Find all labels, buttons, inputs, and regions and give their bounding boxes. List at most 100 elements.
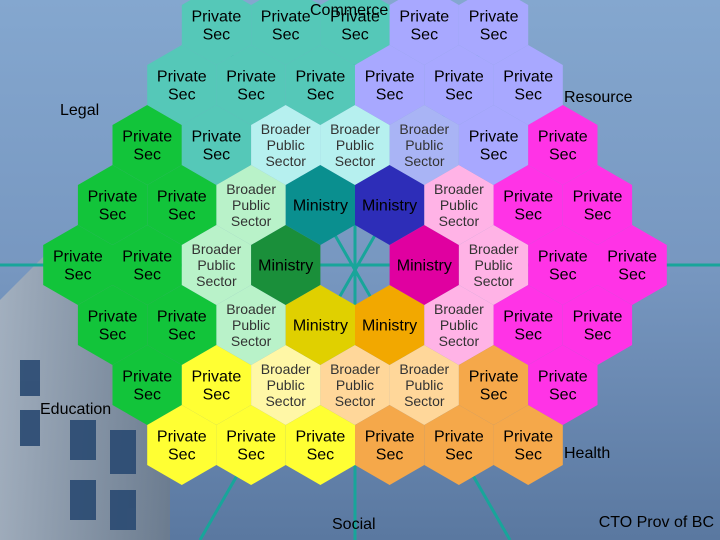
hex-label-line: Sec [480, 387, 508, 404]
hex-label-line: Private [538, 249, 588, 266]
hex-label-line: Sec [376, 447, 404, 464]
hex-shape [389, 225, 459, 305]
hex-label-line: Sector [404, 153, 445, 169]
hex-shape [355, 405, 425, 485]
hex-shape [458, 105, 529, 185]
hex-cell-ministry: Ministry [251, 225, 321, 305]
hex-shape [216, 405, 286, 485]
hex-shape [181, 345, 252, 425]
hex-shape [320, 105, 390, 185]
hex-label-line: Private [503, 429, 553, 446]
hex-label-line: Private [434, 429, 484, 446]
hex-label-line: Sec [99, 327, 127, 344]
hex-label-line: Sec [411, 27, 439, 44]
hex-label-line: Broader [399, 121, 449, 137]
hex-label-line: Public [440, 317, 478, 333]
hex-label-line: Private [192, 129, 242, 146]
hex-label-line: Broader [261, 361, 311, 377]
hex-shape [216, 165, 286, 245]
hex-label-line: Sec [445, 447, 473, 464]
hex-label-line: Sec [133, 387, 161, 404]
hex-label-line: Private [157, 429, 207, 446]
hex-shape [355, 45, 425, 125]
hex-label-line: Sec [168, 447, 196, 464]
hex-label-line: Private [192, 369, 242, 386]
hex-shape [562, 165, 633, 245]
hex-label-line: Private [365, 429, 415, 446]
hex-shape [458, 345, 529, 425]
hex-label-line: Sec [376, 87, 404, 104]
hex-label-line: Private [365, 69, 415, 86]
hex-label-line: Sec [514, 327, 542, 344]
hex-label-line: Broader [434, 181, 484, 197]
hex-shape [424, 45, 494, 125]
hex-label-line: Sec [168, 327, 196, 344]
hex-shape [43, 225, 113, 305]
hex-shape [181, 105, 252, 185]
hex-cell-ministry: Ministry [285, 285, 355, 365]
hex-shape [528, 105, 598, 185]
sector-label-education: Education [40, 401, 112, 418]
hex-label-line: Public [405, 137, 443, 153]
hex-label-line: Private [122, 369, 172, 386]
hex-shape [355, 285, 425, 365]
hex-label-line: Sec [549, 267, 577, 284]
hex-shape [112, 345, 182, 425]
sector-label-commerce: Commerce [310, 2, 389, 19]
hex-label-line: Sec [514, 87, 542, 104]
hex-shape [389, 345, 459, 425]
hex-label-line: Sector [473, 273, 514, 289]
hex-label-line: Private [573, 189, 623, 206]
hex-label-line: Sec [203, 27, 231, 44]
hex-label-line: Private [226, 69, 276, 86]
hex-label-line: Sec [237, 447, 265, 464]
hex-label-line: Sector [335, 393, 376, 409]
hex-label: Ministry [293, 318, 348, 335]
hex-label-line: Private [399, 9, 449, 26]
hex-shape [251, 105, 321, 185]
hex-label-line: Private [330, 9, 380, 26]
hex-label-line: Private [157, 69, 207, 86]
hex-label-line: Sec [99, 207, 127, 224]
hex-label-line: Ministry [293, 198, 348, 215]
hex-label-line: Sec [307, 447, 335, 464]
hex-shape [562, 285, 633, 365]
hex-cell-ministry: Ministry [285, 165, 355, 245]
hex-shape [285, 45, 355, 125]
hex-label-line: Sec [341, 27, 369, 44]
hex-shape [181, 0, 252, 65]
hex-label-line: Sec [584, 327, 612, 344]
hex-shape [285, 285, 355, 365]
hex-label-line: Broader [330, 121, 380, 137]
